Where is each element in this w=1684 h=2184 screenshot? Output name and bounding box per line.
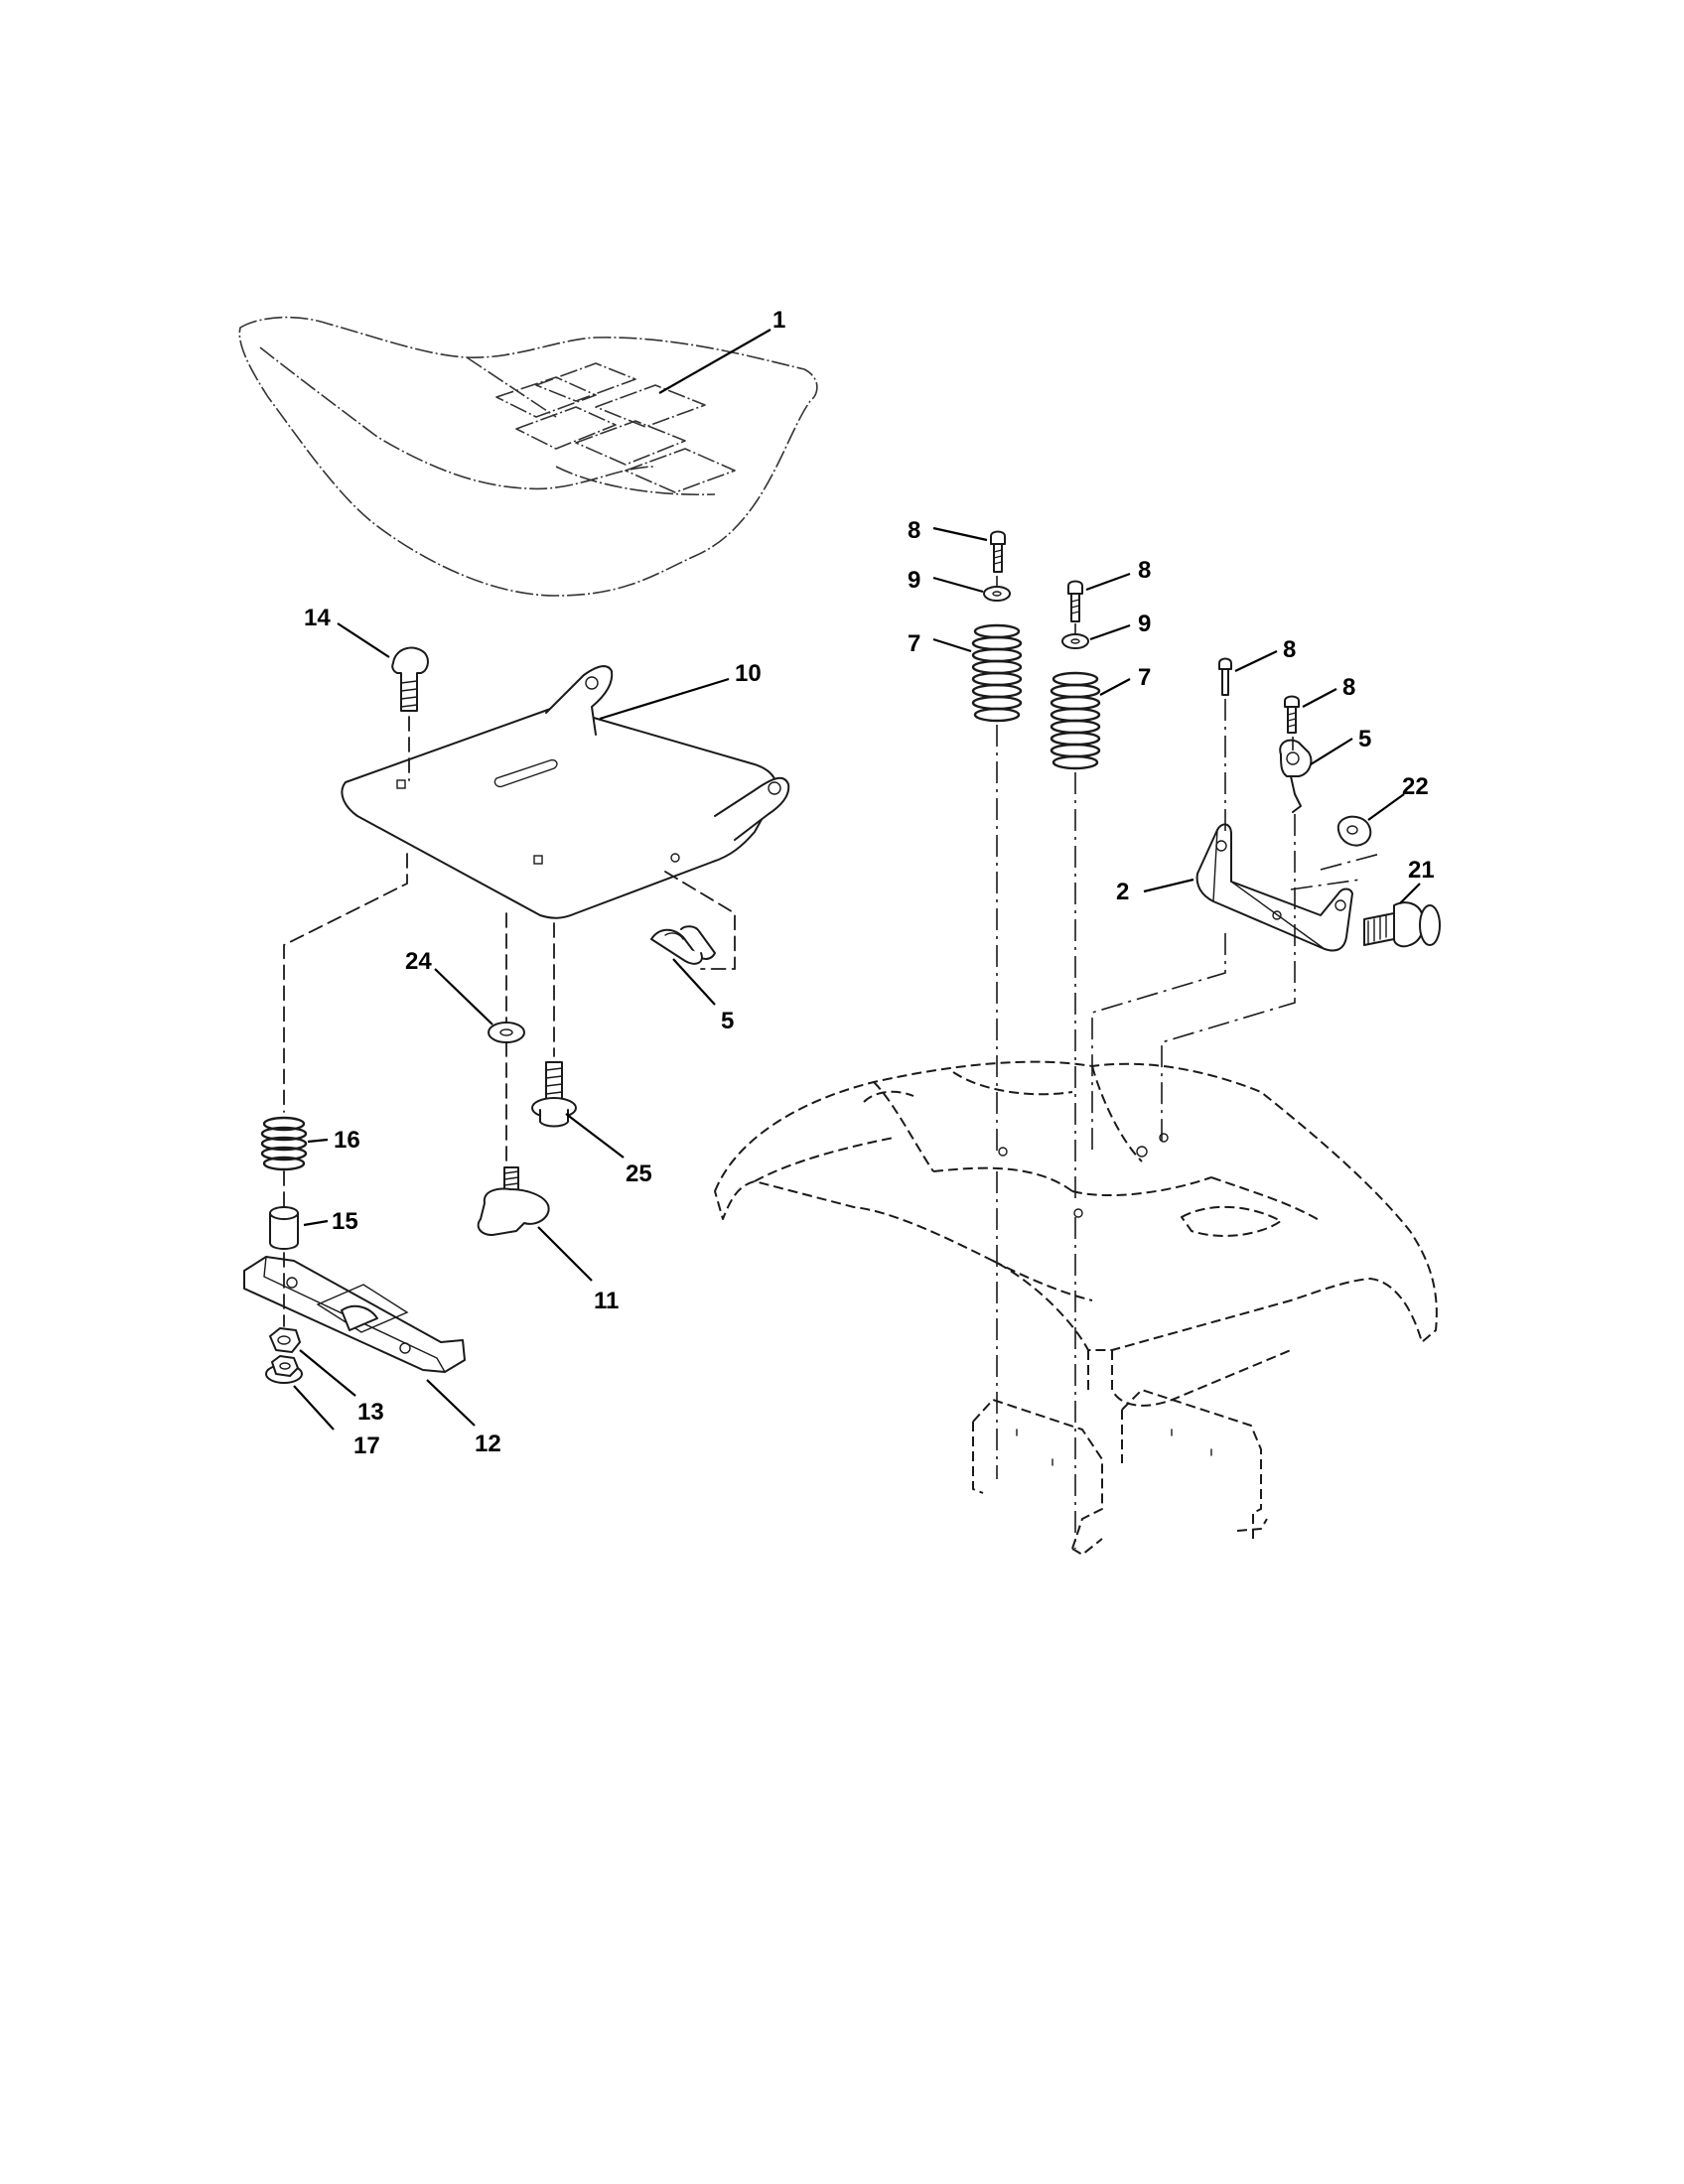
callout-5-left: 5 — [721, 1008, 734, 1034]
callout-9-b: 9 — [1138, 611, 1151, 637]
callout-10: 10 — [735, 660, 762, 687]
bolt-8-b — [1067, 580, 1083, 622]
callout-24: 24 — [405, 948, 432, 975]
callout-1: 1 — [772, 307, 785, 334]
callout-12: 12 — [475, 1431, 501, 1457]
bolt-8-d — [1284, 695, 1300, 734]
callout-8-d: 8 — [1342, 674, 1355, 701]
callout-9-a: 9 — [908, 567, 920, 594]
spring-16 — [260, 1116, 308, 1171]
shoulder-bolt-21 — [1363, 901, 1441, 948]
bolt-8-a — [990, 530, 1006, 573]
leader-lines — [293, 329, 1421, 1431]
callout-15: 15 — [332, 1208, 358, 1235]
seat-adjust-bracket-12 — [243, 1256, 466, 1373]
callout-16: 16 — [334, 1127, 360, 1154]
callout-8-c: 8 — [1283, 636, 1296, 663]
shoulder-bolt-25 — [531, 1061, 577, 1128]
callout-11: 11 — [594, 1288, 619, 1314]
callout-17: 17 — [353, 1433, 380, 1459]
callout-7-b: 7 — [1138, 664, 1151, 691]
spring-7-b — [1050, 671, 1101, 770]
callout-8-b: 8 — [1138, 557, 1151, 584]
washer-9-a — [983, 586, 1011, 602]
nut-13 — [269, 1327, 301, 1353]
callout-5-right: 5 — [1358, 726, 1371, 752]
wing-knob-11 — [477, 1166, 550, 1236]
callout-8-a: 8 — [908, 517, 920, 544]
spacer-15 — [269, 1206, 299, 1250]
seat-part — [238, 316, 818, 597]
callout-numbers: 1 14 10 5 24 25 16 15 11 13 17 12 8 9 7 … — [304, 307, 1435, 1459]
callout-21: 21 — [1408, 857, 1435, 884]
callout-13: 13 — [357, 1399, 384, 1426]
fender-phantom — [714, 1060, 1438, 1556]
callout-22: 22 — [1402, 773, 1429, 800]
bracket-2 — [1195, 823, 1353, 952]
spring-7-a — [971, 623, 1023, 723]
clip-part-5-right — [1279, 739, 1313, 813]
right-assembly-centerlines — [996, 576, 1381, 1549]
callout-7-a: 7 — [908, 630, 920, 657]
clip-part-5-left — [650, 925, 716, 965]
nut-22 — [1336, 815, 1372, 847]
carriage-bolt-14 — [391, 646, 429, 712]
left-assembly-centerlines — [283, 716, 736, 1327]
bolt-8-c — [1218, 657, 1232, 696]
callout-25: 25 — [626, 1160, 652, 1187]
flange-nut-17 — [265, 1355, 303, 1384]
washer-24 — [488, 1022, 525, 1043]
washer-9-b — [1061, 633, 1089, 649]
callout-14: 14 — [304, 605, 331, 631]
seat-pan-part — [341, 665, 790, 919]
callout-2: 2 — [1116, 879, 1129, 905]
